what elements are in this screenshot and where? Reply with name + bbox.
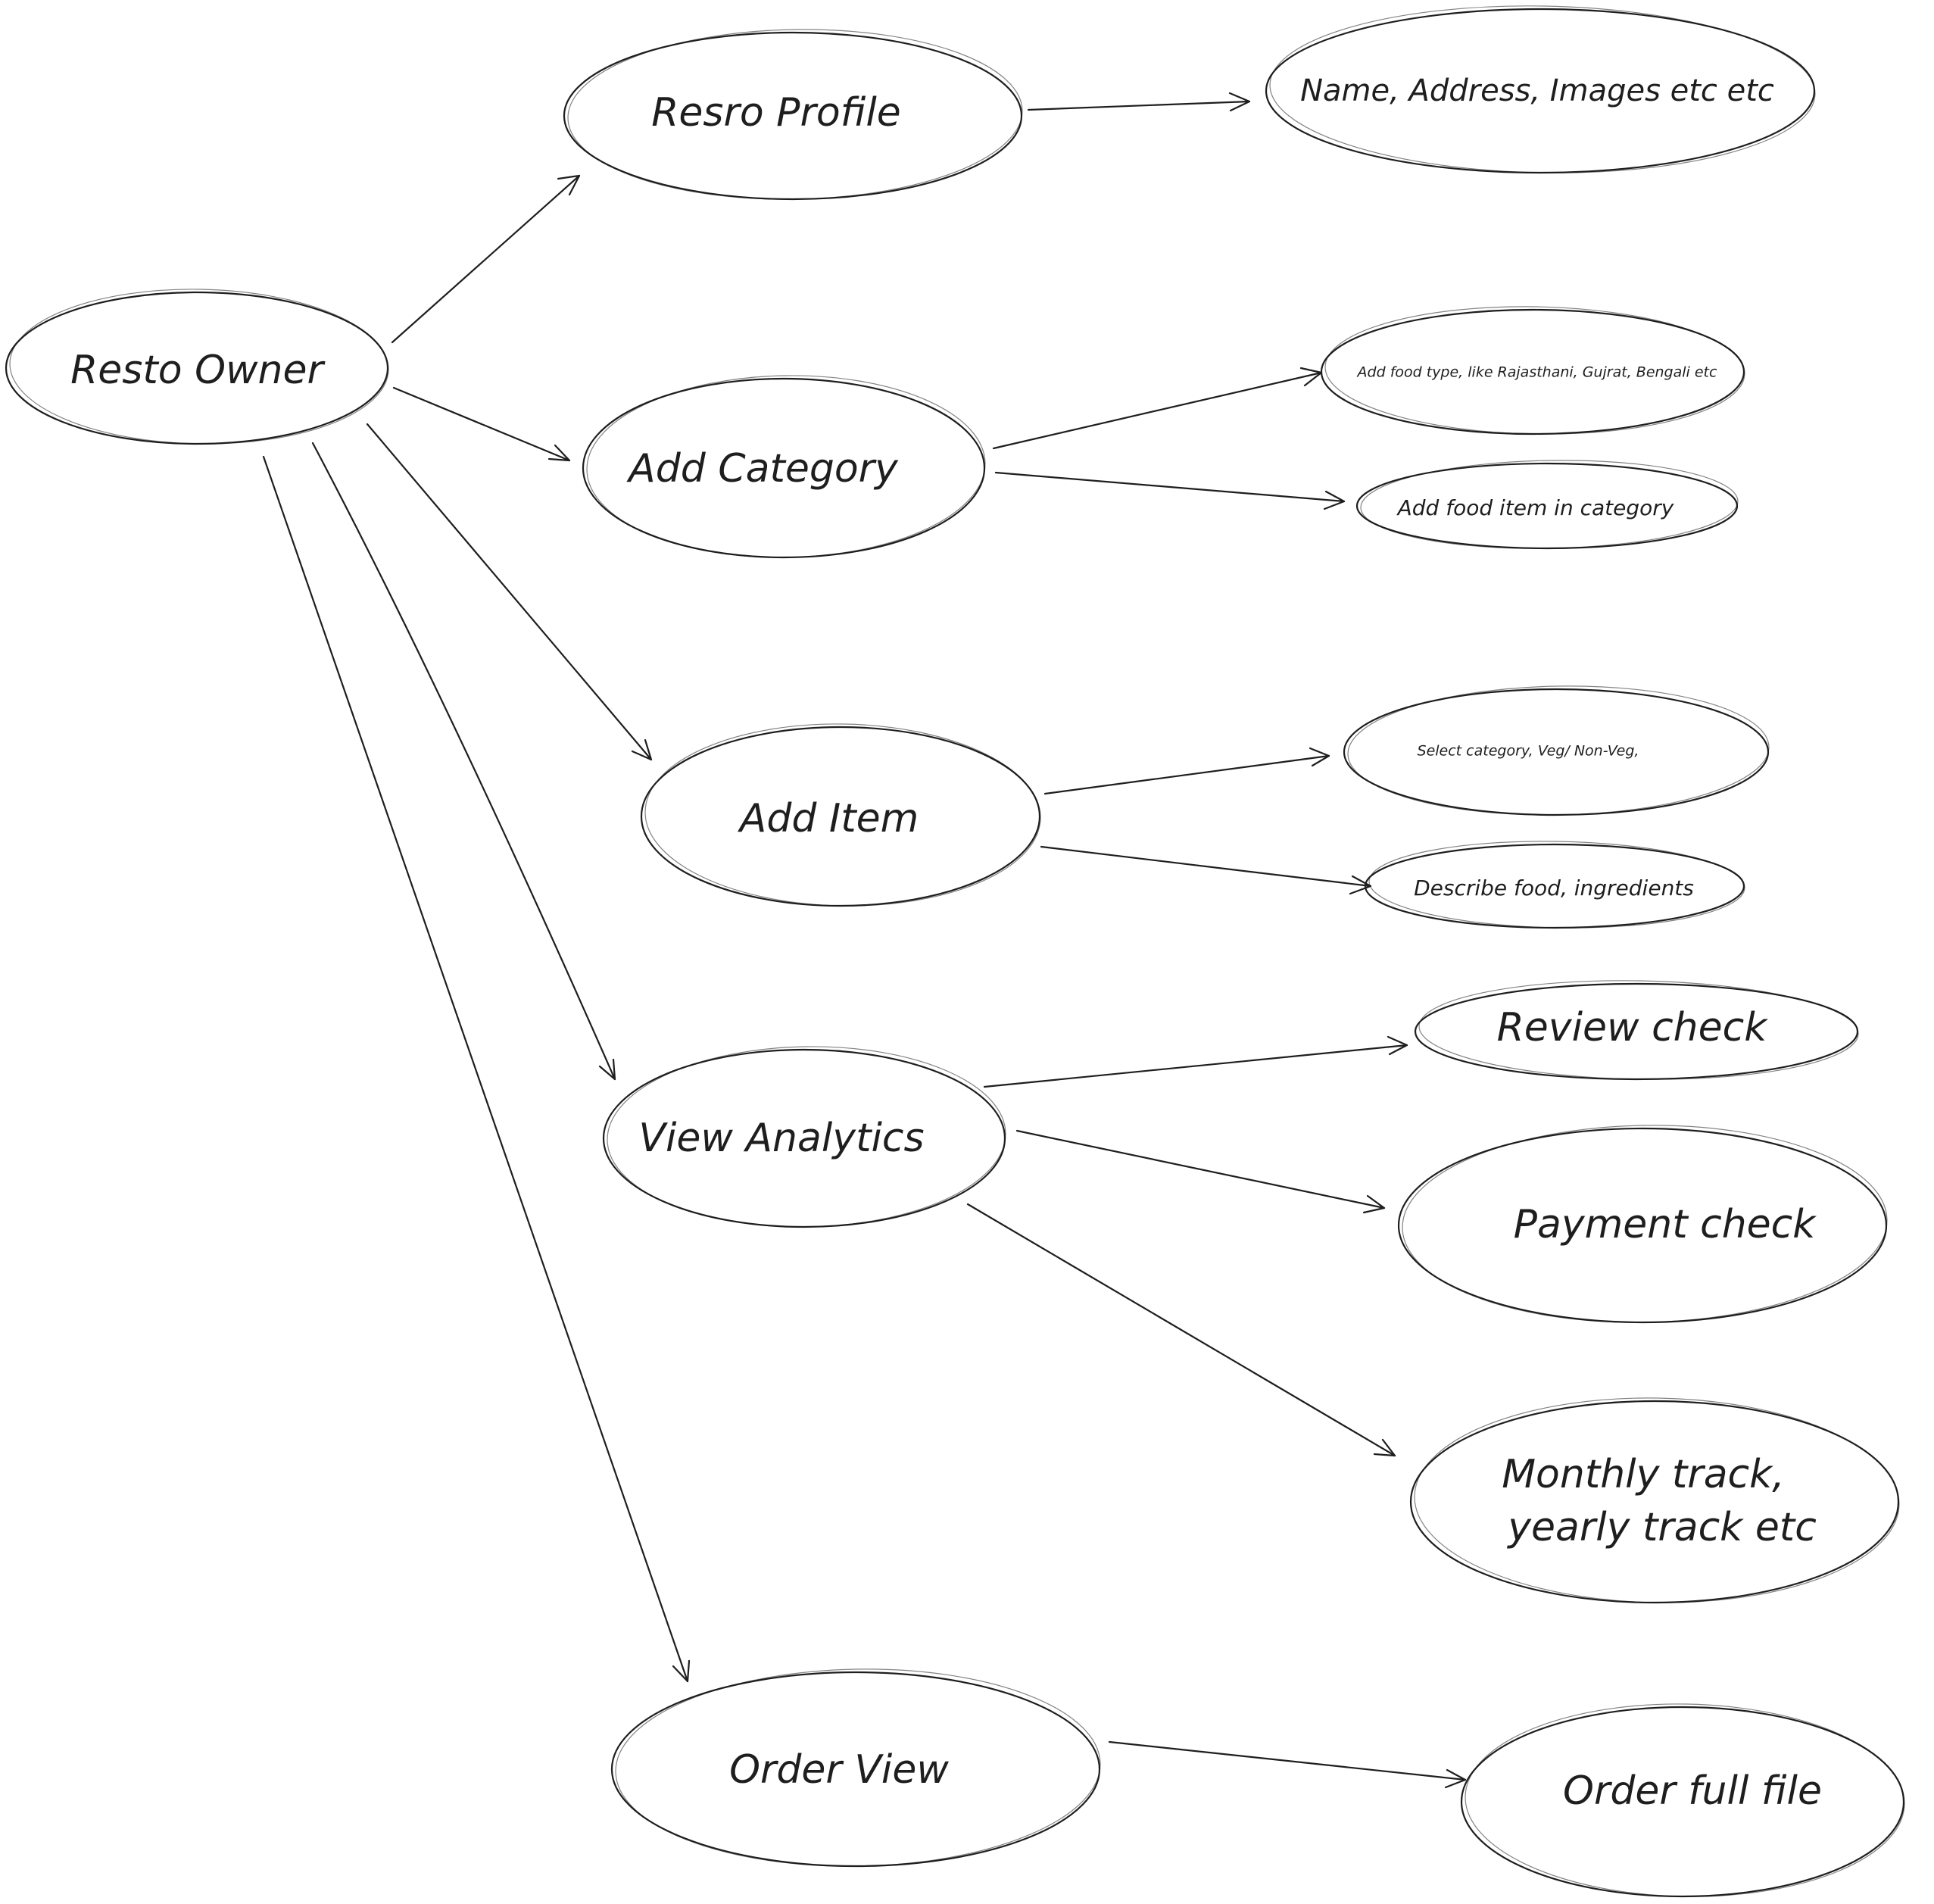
node-monthly-track-shape xyxy=(1409,1400,1900,1604)
node-item-describe: Describe food, ingredients xyxy=(1364,841,1745,929)
edge-category-to-foodtype xyxy=(992,367,1323,450)
edges xyxy=(262,92,1467,1789)
node-item-describe-label: Describe food, ingredients xyxy=(1414,876,1694,900)
node-view-analytics-label: View Analytics xyxy=(638,1116,924,1161)
edge-owner-to-profile xyxy=(391,174,581,344)
node-order-full-file: Order full file xyxy=(1460,1703,1905,1898)
edge-owner-to-category xyxy=(392,386,571,462)
node-monthly-track-label-line2: yearly track etc xyxy=(1506,1505,1817,1550)
edge-item-to-select xyxy=(1043,747,1330,795)
node-resro-profile: Resro Profile xyxy=(563,29,1023,201)
edge-category-to-fooditem xyxy=(994,471,1346,510)
edge-profile-to-detail xyxy=(1027,92,1251,112)
edge-owner-to-item xyxy=(366,423,653,761)
node-profile-detail-label: Name, Address, Images etc etc xyxy=(1300,73,1774,108)
edge-analytics-to-payment xyxy=(1015,1129,1386,1214)
edge-item-to-describe xyxy=(1040,845,1372,895)
node-food-item: Add food item in category xyxy=(1355,460,1739,550)
node-add-category: Add Category xyxy=(582,375,986,559)
node-review-check: Review check xyxy=(1414,980,1859,1081)
node-food-type-label: Add food type, like Rajasthani, Gujrat, … xyxy=(1356,364,1717,381)
node-order-view: Order View xyxy=(610,1668,1101,1868)
node-profile-detail: Name, Address, Images etc etc xyxy=(1265,5,1816,174)
node-resto-owner-label: Resto Owner xyxy=(70,348,326,393)
node-add-item: Add Item xyxy=(640,723,1041,907)
node-item-select-label: Select category, Veg/ Non-Veg, xyxy=(1418,743,1639,760)
edge-orderview-to-fullfile xyxy=(1108,1740,1467,1789)
node-order-view-label: Order View xyxy=(729,1747,949,1793)
node-order-full-file-label: Order full file xyxy=(1563,1768,1822,1814)
node-monthly-track-label-line1: Monthly track, xyxy=(1502,1452,1785,1497)
node-add-category-label: Add Category xyxy=(626,446,899,492)
node-resro-profile-label: Resro Profile xyxy=(651,90,901,136)
edge-owner-to-analytics xyxy=(311,442,616,1081)
node-view-analytics: View Analytics xyxy=(602,1046,1006,1228)
node-resto-owner: Resto Owner xyxy=(5,289,389,445)
node-monthly-track: Monthly track, yearly track etc xyxy=(1409,1397,1900,1604)
node-item-select: Select category, Veg/ Non-Veg, xyxy=(1343,685,1770,816)
edge-owner-to-orderview xyxy=(262,455,691,1683)
edge-analytics-to-monthly xyxy=(966,1203,1396,1457)
edge-analytics-to-review xyxy=(983,1035,1408,1088)
node-payment-check-label: Payment check xyxy=(1514,1202,1817,1247)
node-food-type: Add food type, like Rajasthani, Gujrat, … xyxy=(1320,306,1745,435)
node-review-check-label: Review check xyxy=(1497,1005,1769,1050)
node-add-item-label: Add Item xyxy=(738,796,919,841)
node-food-item-label: Add food item in category xyxy=(1396,495,1674,520)
node-payment-check: Payment check xyxy=(1397,1125,1888,1324)
